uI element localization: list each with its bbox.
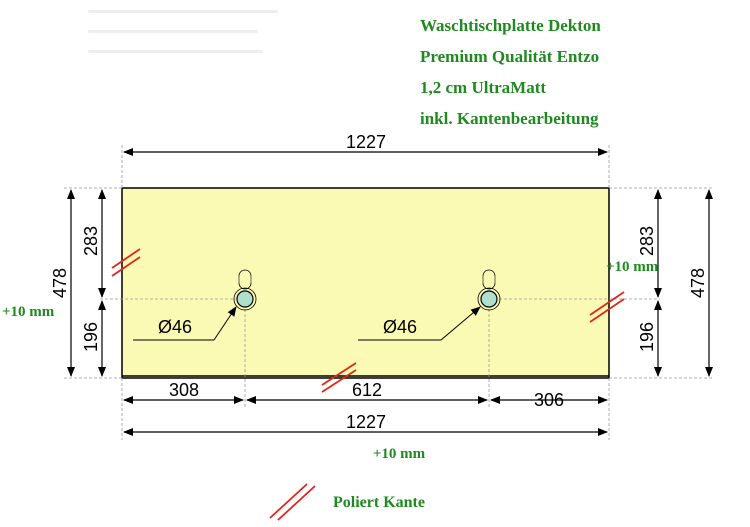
legend-polish-marker [269, 483, 316, 521]
extension-lines [64, 145, 712, 440]
right-hole-leader-arrow [440, 306, 481, 341]
left-hole-diameter-label: Ø46 [158, 317, 192, 337]
tolerance-right-label: +10 mm [606, 259, 659, 275]
polished-edge-marker-right [589, 291, 625, 323]
left-total-label: 478 [50, 268, 70, 298]
title-line-2: Premium Qualität Entzo [420, 47, 600, 66]
segment-middle-label: 612 [352, 380, 382, 400]
right-top-label: 283 [637, 226, 657, 256]
bottom-width-label: 1227 [346, 412, 386, 432]
faded-header-text [88, 10, 288, 70]
left-bottom-label: 196 [81, 322, 101, 352]
title-line-4: inkl. Kantenbearbeitung [420, 109, 599, 128]
tolerance-left-label: +10 mm [2, 304, 55, 320]
polished-edge-marker-front [321, 362, 357, 393]
left-faucet-hole [233, 269, 257, 311]
legend-label: Poliert Kante [333, 494, 425, 511]
segment-right-label: 306 [534, 390, 564, 410]
top-width-label: 1227 [346, 132, 386, 152]
right-bottom-label: 196 [637, 322, 657, 352]
left-top-label: 283 [81, 226, 101, 256]
countertop-slab [121, 187, 610, 379]
segment-left-label: 308 [169, 380, 199, 400]
right-faucet-hole [477, 269, 501, 311]
title-line-3: 1,2 cm UltraMatt [420, 78, 547, 97]
right-total-label: 478 [688, 268, 708, 298]
title-line-1: Waschtischplatte Dekton [420, 16, 601, 35]
tolerance-bottom-label: +10 mm [373, 446, 426, 462]
left-hole-leader-arrow [213, 306, 237, 341]
polished-edge-marker-left [111, 248, 141, 277]
right-hole-diameter-label: Ø46 [383, 317, 417, 337]
title-block: Waschtischplatte Dekton Premium Qualität… [420, 10, 740, 134]
